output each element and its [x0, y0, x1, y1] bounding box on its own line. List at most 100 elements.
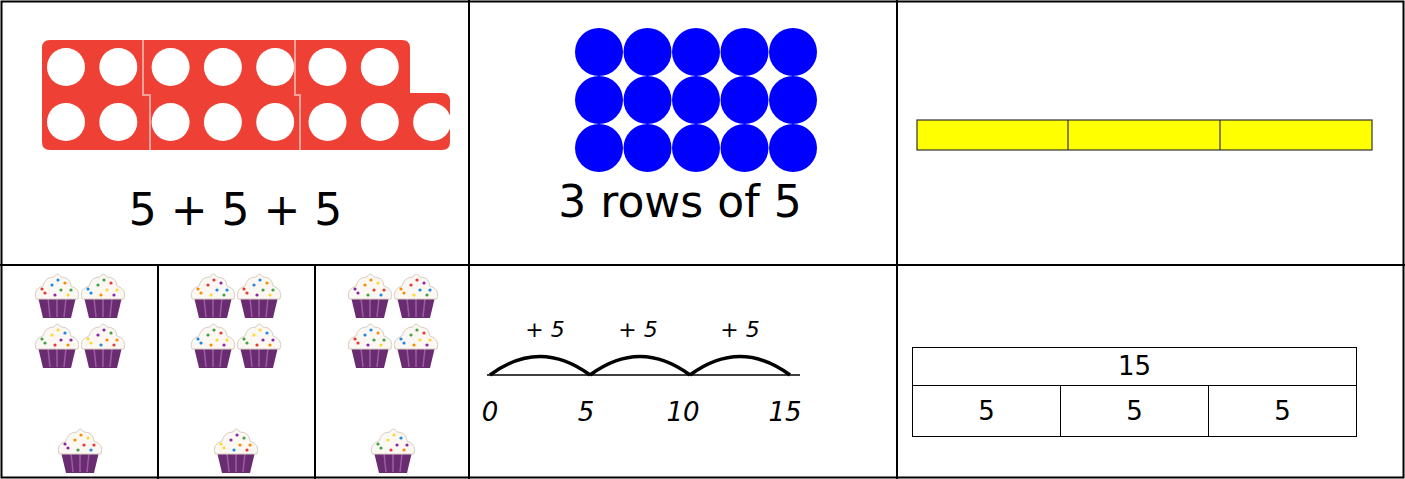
- cupcake-stripes: [384, 453, 402, 472]
- cupcake: [348, 274, 391, 318]
- cupcake-cup: [240, 347, 278, 368]
- sprinkle: [248, 443, 251, 446]
- sprinkle: [96, 283, 99, 286]
- sprinkle: [245, 448, 248, 451]
- cupcake-stripes: [94, 348, 112, 367]
- sprinkle: [63, 442, 66, 445]
- bar-part: 5: [912, 385, 1061, 437]
- sprinkle: [73, 438, 76, 441]
- sprinkle: [255, 293, 258, 296]
- sprinkle: [115, 338, 118, 341]
- sprinkle: [428, 338, 431, 341]
- cupcake-cup: [217, 452, 255, 473]
- sprinkle: [261, 288, 264, 291]
- cupcake-stripes: [48, 348, 66, 367]
- sprinkle: [199, 341, 202, 344]
- cupcake-frosting: [35, 324, 78, 349]
- sprinkle: [399, 337, 402, 340]
- sprinkle: [89, 448, 92, 451]
- bar-part: 5: [1060, 385, 1209, 437]
- blue-dot: [624, 124, 672, 172]
- blue-dot: [672, 76, 720, 124]
- cupcake-stripes: [71, 453, 89, 472]
- sprinkle: [242, 287, 245, 290]
- sprinkle: [379, 293, 382, 296]
- number-line: [487, 357, 800, 376]
- sprinkle: [56, 278, 59, 281]
- blue-dot: [624, 28, 672, 76]
- sprinkle: [215, 338, 218, 341]
- sprinkle: [232, 448, 235, 451]
- sprinkle: [196, 287, 199, 290]
- bar-whole: 15: [912, 347, 1357, 386]
- sprinkle: [268, 343, 271, 346]
- cupcake: [348, 324, 391, 368]
- numicon-hole: [47, 103, 85, 141]
- sprinkle: [415, 278, 418, 281]
- number-label: 15: [768, 398, 801, 427]
- cupcake-frosting: [35, 274, 78, 299]
- sprinkle: [412, 343, 415, 346]
- cupcake-stripes: [204, 298, 222, 317]
- blue-dot: [624, 76, 672, 124]
- sprinkle: [69, 338, 72, 341]
- numicon-hole: [152, 48, 190, 86]
- sprinkle: [225, 338, 228, 341]
- sprinkle: [89, 341, 92, 344]
- numicon-shapes: [42, 40, 451, 150]
- blue-dot: [575, 76, 623, 124]
- blue-dots: [575, 28, 817, 172]
- blue-dot: [721, 28, 769, 76]
- cupcake-stripes: [227, 453, 245, 472]
- sprinkle: [238, 443, 241, 446]
- cupcake-cup: [84, 347, 122, 368]
- numicon-hole: [309, 103, 347, 141]
- cupcake-frosting: [348, 274, 391, 299]
- blue-dot: [575, 28, 623, 76]
- sprinkle: [422, 281, 425, 284]
- sprinkle: [399, 287, 402, 290]
- number-label: 10: [666, 398, 699, 427]
- sprinkle: [402, 291, 405, 294]
- sprinkle: [105, 288, 108, 291]
- sprinkle: [265, 281, 268, 284]
- sprinkle: [219, 442, 222, 445]
- sprinkle: [63, 331, 66, 334]
- sprinkle: [59, 288, 62, 291]
- sprinkle: [392, 433, 395, 436]
- blue-dot: [721, 76, 769, 124]
- blue-dot: [721, 124, 769, 172]
- bar-part: 5: [1208, 385, 1357, 437]
- sprinkle: [369, 278, 372, 281]
- sprinkle: [229, 438, 232, 441]
- sprinkle: [69, 288, 72, 291]
- sprinkle: [40, 337, 43, 340]
- sprinkle: [40, 287, 43, 290]
- sprinkle: [89, 291, 92, 294]
- cupcake: [394, 274, 437, 318]
- sprinkle: [66, 343, 69, 346]
- sprinkle: [255, 343, 258, 346]
- sprinkle: [252, 283, 255, 286]
- sprinkle: [99, 343, 102, 346]
- numicon-hole: [413, 103, 451, 141]
- numicon-hole: [204, 103, 242, 141]
- sprinkle: [235, 433, 238, 436]
- cupcake-frosting: [214, 429, 257, 454]
- sprinkle: [409, 333, 412, 336]
- sprinkle: [418, 288, 421, 291]
- sprinkle: [379, 446, 382, 449]
- numicon-hole: [309, 48, 347, 86]
- cupcake: [191, 274, 234, 318]
- jump-label: + 5: [720, 318, 759, 342]
- sprinkle: [258, 278, 261, 281]
- node-text: 5 + 5 + 5: [129, 186, 343, 234]
- sprinkle: [422, 331, 425, 334]
- sprinkle: [43, 341, 46, 344]
- cupcake-cup: [397, 347, 435, 368]
- sprinkle: [86, 287, 89, 290]
- sprinkle: [402, 448, 405, 451]
- blue-dot: [769, 124, 817, 172]
- numicon-hole: [99, 48, 137, 86]
